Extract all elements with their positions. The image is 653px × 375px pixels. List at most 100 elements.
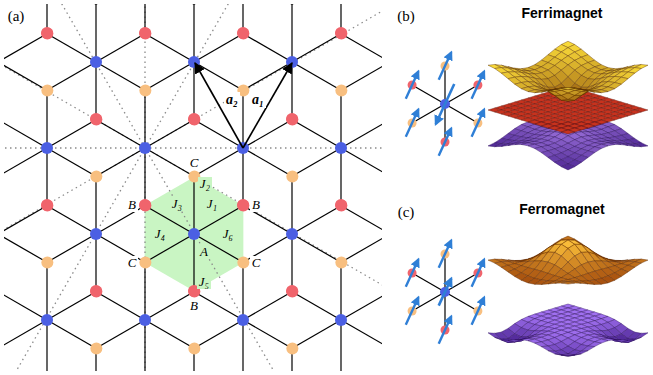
symmetry-axis (4, 4, 382, 358)
lattice-site (41, 28, 53, 40)
spin-arrow (472, 297, 485, 324)
spin-arrow (436, 84, 454, 124)
vector-arrow (195, 63, 243, 148)
sublattice-label: B (250, 198, 262, 212)
bond (46, 263, 47, 320)
spin-arrow (439, 316, 452, 343)
lattice-site (335, 200, 347, 212)
coupling-label: J₄ (153, 227, 167, 241)
surface-patch (581, 346, 594, 351)
sublattice-label: C (250, 256, 263, 270)
lattice-site (139, 85, 151, 97)
bond (292, 320, 341, 349)
bond (96, 320, 145, 349)
bond (47, 34, 96, 63)
lattice-site (286, 113, 298, 125)
bond (412, 273, 445, 292)
lattice-site (286, 56, 298, 68)
lattice-site (41, 257, 53, 269)
bond (193, 5, 194, 62)
band-surface (488, 304, 648, 356)
lattice-site (237, 199, 249, 211)
bond (193, 177, 194, 234)
spin-arrow (439, 278, 452, 305)
bond (444, 292, 445, 330)
bond (194, 34, 243, 63)
bond (341, 206, 382, 235)
bond (145, 62, 194, 91)
lattice-site (286, 285, 298, 297)
bond (144, 148, 145, 205)
bond (4, 320, 47, 349)
lattice-site (41, 142, 53, 154)
bond (46, 91, 47, 148)
lattice-site (286, 171, 298, 183)
bond (95, 234, 96, 291)
lattice-site (237, 314, 249, 326)
bond (96, 4, 145, 5)
symmetry-axis (4, 4, 355, 371)
lattice-site (237, 200, 249, 212)
bond (194, 320, 243, 349)
surface-patch (575, 351, 588, 355)
spin-clusters (406, 52, 484, 343)
bond (341, 320, 382, 349)
lattice-site (139, 28, 151, 40)
lattice-site (188, 114, 200, 126)
sublattice-label: C (188, 156, 201, 170)
band-surfaces (488, 41, 648, 356)
lattice-site (90, 56, 102, 68)
bond (292, 234, 341, 263)
lattice-site (335, 257, 347, 269)
bond (47, 292, 96, 321)
band-surface (488, 86, 648, 134)
panel-label: (b) (395, 8, 417, 25)
lattice-site (139, 257, 151, 269)
spin-arrow (406, 109, 419, 136)
bond (4, 234, 47, 263)
surface-patch (488, 333, 501, 340)
sublattice-label: B (188, 299, 200, 313)
bond (291, 62, 292, 119)
bond (95, 177, 96, 234)
bond (47, 120, 96, 149)
bond (292, 148, 341, 177)
bond (96, 292, 145, 321)
lattice-site (188, 343, 200, 355)
surface-patch (635, 333, 648, 340)
bond (242, 91, 243, 148)
coupling-label: J₅ (197, 275, 211, 289)
bond (194, 148, 243, 177)
bond (444, 254, 445, 292)
bond (4, 292, 47, 321)
bond (340, 263, 341, 320)
bond (47, 148, 96, 177)
bond (47, 234, 96, 263)
lattice-site (188, 228, 200, 240)
bond (292, 206, 341, 235)
bond (47, 320, 96, 349)
bond (194, 292, 243, 321)
panel-label: (c) (396, 204, 417, 221)
bond (412, 85, 445, 104)
bond (145, 4, 194, 5)
bond (340, 148, 341, 205)
surface-patch (541, 346, 554, 351)
sublattice-label: A (198, 245, 210, 259)
lattice-site (90, 285, 102, 297)
lattice-site (41, 85, 53, 97)
bond (47, 4, 96, 5)
lattice-site (237, 27, 249, 39)
spin-arrow (406, 71, 419, 98)
spin-cluster (406, 240, 484, 343)
bond (291, 5, 292, 62)
lattice-site (335, 28, 347, 40)
spin-arrow (472, 71, 485, 98)
bond (444, 66, 445, 104)
lattice-site (286, 114, 298, 126)
symmetry-axis (4, 147, 382, 148)
bond (445, 292, 478, 311)
surface-patch (561, 88, 574, 90)
bond (95, 5, 96, 62)
